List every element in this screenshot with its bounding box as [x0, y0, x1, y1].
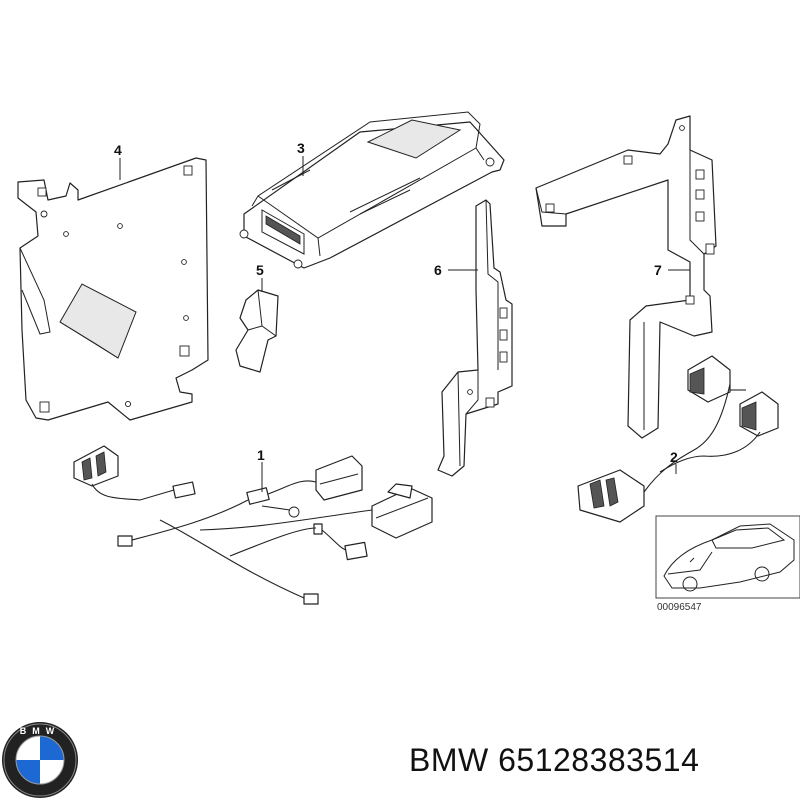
- bmw-roundel-logo: BMW: [2, 722, 78, 798]
- svg-text:BMW: BMW: [20, 726, 61, 736]
- leader-lines: [119, 156, 690, 492]
- callout-5: 5: [256, 262, 264, 278]
- part-1-wiring-harness: [73, 445, 433, 605]
- part-7-l-bracket: [535, 115, 717, 439]
- footer-brand: BMW: [409, 742, 489, 778]
- callout-3: 3: [297, 140, 305, 156]
- part-2-connector-harness: [577, 355, 779, 523]
- footer-part-number: 65128383514: [498, 742, 700, 778]
- callout-6: 6: [434, 262, 442, 278]
- part-6-vertical-bracket: [437, 199, 513, 477]
- part-4-bracket-plate: [17, 157, 209, 421]
- callout-2: 2: [670, 449, 678, 465]
- callout-4: 4: [114, 142, 122, 158]
- part-3-control-module: [239, 111, 505, 269]
- footer-part-label: BMW 65128383514: [409, 742, 699, 779]
- callout-1: 1: [257, 447, 265, 463]
- callout-labels: 4 3 5 6 7 1 2 00096547: [114, 140, 702, 613]
- car-location-inset: [655, 515, 800, 599]
- callout-7: 7: [654, 262, 662, 278]
- reference-code: 00096547: [657, 602, 702, 613]
- part-5-clip: [235, 289, 279, 373]
